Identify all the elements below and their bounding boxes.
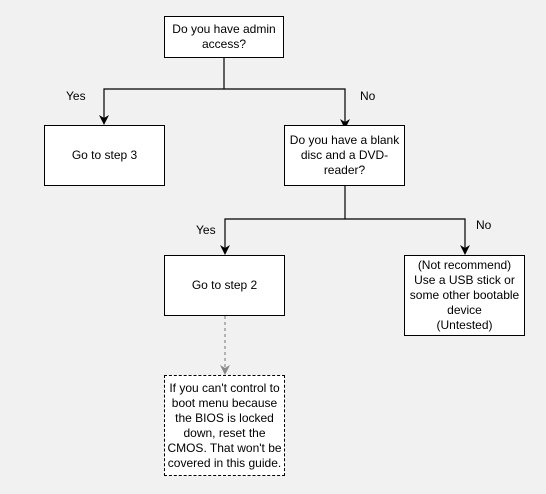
- node-step3: Go to step 3: [44, 125, 165, 186]
- node-bios-note-text: If you can't control to boot menu becaus…: [167, 380, 282, 470]
- connector-dvd-no: [345, 218, 470, 255]
- edge-label-admin-yes: Yes: [66, 89, 86, 103]
- node-dvd-question: Do you have a blank disc and a DVD-reade…: [284, 125, 405, 186]
- node-step2: Go to step 2: [164, 255, 285, 316]
- connector-admin-no: [224, 88, 350, 129]
- connector-admin-yes: [99, 88, 224, 125]
- edge-label-dvd-yes: Yes: [196, 223, 216, 237]
- node-step3-text: Go to step 3: [71, 148, 138, 162]
- node-admin-question: Do you have admin access?: [164, 16, 284, 58]
- connector-dvd-yes: [220, 218, 345, 255]
- edge-label-admin-no: No: [360, 89, 376, 103]
- node-usb-option: (Not recommend) Use a USB stick or some …: [404, 255, 525, 336]
- node-usb-option-text: (Not recommend) Use a USB stick or some …: [409, 258, 520, 332]
- node-dvd-question-text: Do you have a blank disc and a DVD-reade…: [289, 133, 400, 177]
- node-step2-text: Go to step 2: [191, 278, 258, 292]
- edge-label-dvd-no: No: [476, 218, 492, 232]
- node-bios-note: If you can't control to boot menu becaus…: [164, 375, 285, 476]
- node-admin-question-text: Do you have admin access?: [172, 22, 276, 51]
